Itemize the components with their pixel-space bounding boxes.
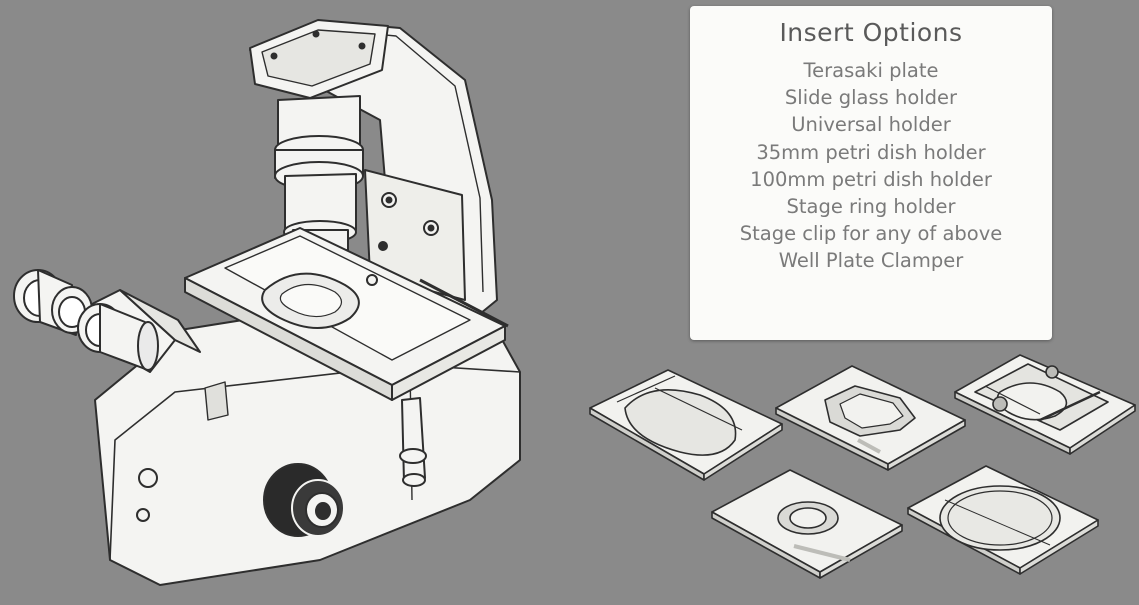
focus-knob <box>399 397 427 487</box>
slide-glass-insert <box>589 369 783 481</box>
eyepiece-tube <box>13 269 201 373</box>
coarse-focus-knob <box>263 463 345 537</box>
list-item: Stage ring holder <box>786 195 956 219</box>
insert-options-list: Terasaki plate Slide glass holder Univer… <box>690 57 1052 275</box>
large-dish-insert <box>907 465 1099 575</box>
arm-side-plate <box>364 169 466 301</box>
condenser <box>274 95 364 253</box>
list-item: Slide glass holder <box>784 86 958 110</box>
list-item: Stage clip for any of above <box>739 222 1003 246</box>
list-item: Terasaki plate <box>803 59 939 82</box>
list-item: 100mm petri dish holder <box>750 167 992 191</box>
list-item: Universal holder <box>791 113 951 137</box>
stage-ring-insert <box>711 469 903 579</box>
list-item: Well Plate Clamper <box>778 249 964 273</box>
insert-options-panel: Insert Options Terasaki plate Slide glas… <box>690 6 1052 340</box>
universal-insert <box>954 354 1136 455</box>
microscope-stage <box>184 227 509 401</box>
petri-dish-insert <box>775 365 966 471</box>
insert-options-title: Insert Options <box>779 18 963 47</box>
insert-plates <box>589 354 1136 579</box>
illumination-head <box>249 19 389 99</box>
inverted-microscope <box>13 19 521 586</box>
list-item: 35mm petri dish holder <box>756 140 986 164</box>
